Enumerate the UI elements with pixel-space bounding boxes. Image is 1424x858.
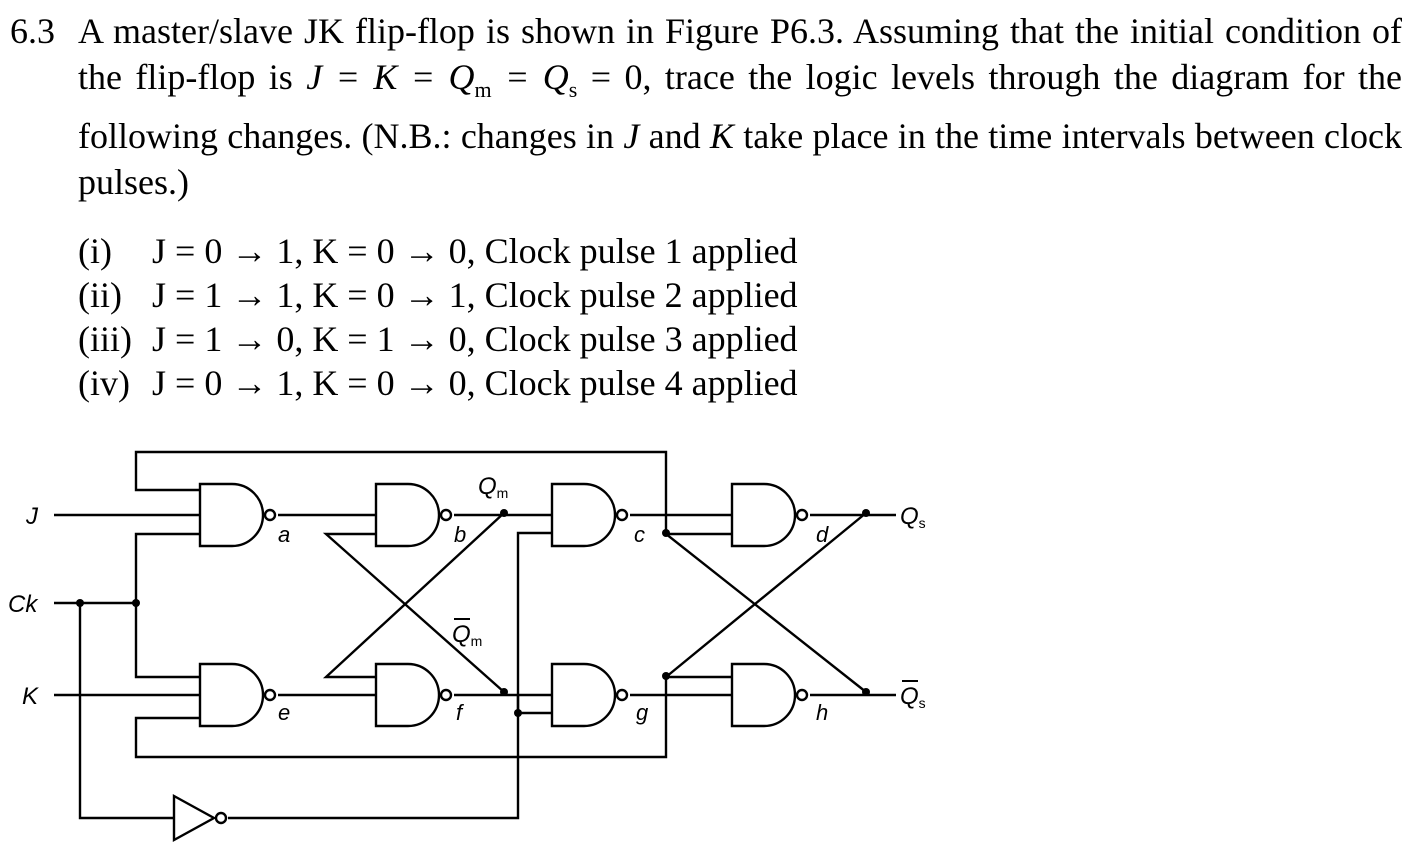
nand-gate-a xyxy=(198,482,265,548)
gate-label-a: a xyxy=(278,522,290,547)
inverting-bubble xyxy=(439,508,453,522)
inverting-bubble xyxy=(615,508,629,522)
junction-dots xyxy=(76,509,870,717)
junction-dot xyxy=(862,688,870,696)
nand-gate-c xyxy=(550,482,617,548)
junction-dot xyxy=(662,529,670,537)
gate-label-b: b xyxy=(454,522,466,547)
inverting-bubble xyxy=(615,688,629,702)
junction-dot xyxy=(862,509,870,517)
gate-label-d: d xyxy=(816,522,829,547)
junction-dot xyxy=(132,599,140,607)
output-label-qs-bar: Qs xyxy=(900,683,926,711)
nand-gate-e xyxy=(198,662,265,728)
junction-dot xyxy=(500,688,508,696)
inverting-bubble xyxy=(214,811,228,825)
nand-gate-d xyxy=(730,482,797,548)
nand-gate-g xyxy=(550,662,617,728)
nand-gate-b xyxy=(374,482,441,548)
problem-number: 6.3 xyxy=(10,11,55,51)
gate-label-g: g xyxy=(636,700,649,725)
sub-question: (i)J = 0 → 1, K = 0 → 0, Clock pulse 1 a… xyxy=(78,231,798,272)
nand-gate-h xyxy=(730,662,797,728)
circuit-labels: J Ck K Qs Qs Qm Qm a b c d e f g h xyxy=(8,473,926,725)
gate-label-f: f xyxy=(456,700,465,725)
output-label-qs: Qs xyxy=(900,503,926,531)
sub-question: (iv)J = 0 → 1, K = 0 → 0, Clock pulse 4 … xyxy=(78,363,798,404)
inverter-triangle xyxy=(172,793,217,843)
input-label-j: J xyxy=(25,503,39,530)
junction-dot xyxy=(500,509,508,517)
inverting-bubble xyxy=(795,688,809,702)
internal-label-qm: Qm xyxy=(478,473,508,501)
inverting-bubble xyxy=(263,508,277,522)
sub-question: (iii)J = 1 → 0, K = 1 → 0, Clock pulse 3… xyxy=(78,319,798,360)
inverting-bubble xyxy=(795,508,809,522)
nand-gate-f xyxy=(374,662,441,728)
problem-statement: 6.3 A master/slave JK flip-flop is shown… xyxy=(10,8,1414,205)
problem-6-3: 6.3 A master/slave JK flip-flop is shown… xyxy=(10,8,1414,405)
inverting-bubble xyxy=(263,688,277,702)
clock-inverter xyxy=(172,793,228,843)
junction-dot xyxy=(514,709,522,717)
gate-label-e: e xyxy=(278,700,290,725)
junction-dot xyxy=(662,672,670,680)
gate-label-h: h xyxy=(816,700,828,725)
statement-text: A master/slave JK flip-flop is shown in … xyxy=(78,11,1403,203)
input-label-ck: Ck xyxy=(8,591,39,618)
inverting-bubble xyxy=(439,688,453,702)
gate-label-c: c xyxy=(634,522,645,547)
internal-label-qm-bar: Qm xyxy=(452,621,482,649)
nand-gates xyxy=(198,482,809,728)
input-label-k: K xyxy=(22,683,39,710)
sub-question: (ii)J = 1 → 1, K = 0 → 1, Clock pulse 2 … xyxy=(78,275,798,316)
junction-dot xyxy=(76,599,84,607)
sub-question-list: (i)J = 0 → 1, K = 0 → 0, Clock pulse 1 a… xyxy=(78,229,1414,405)
